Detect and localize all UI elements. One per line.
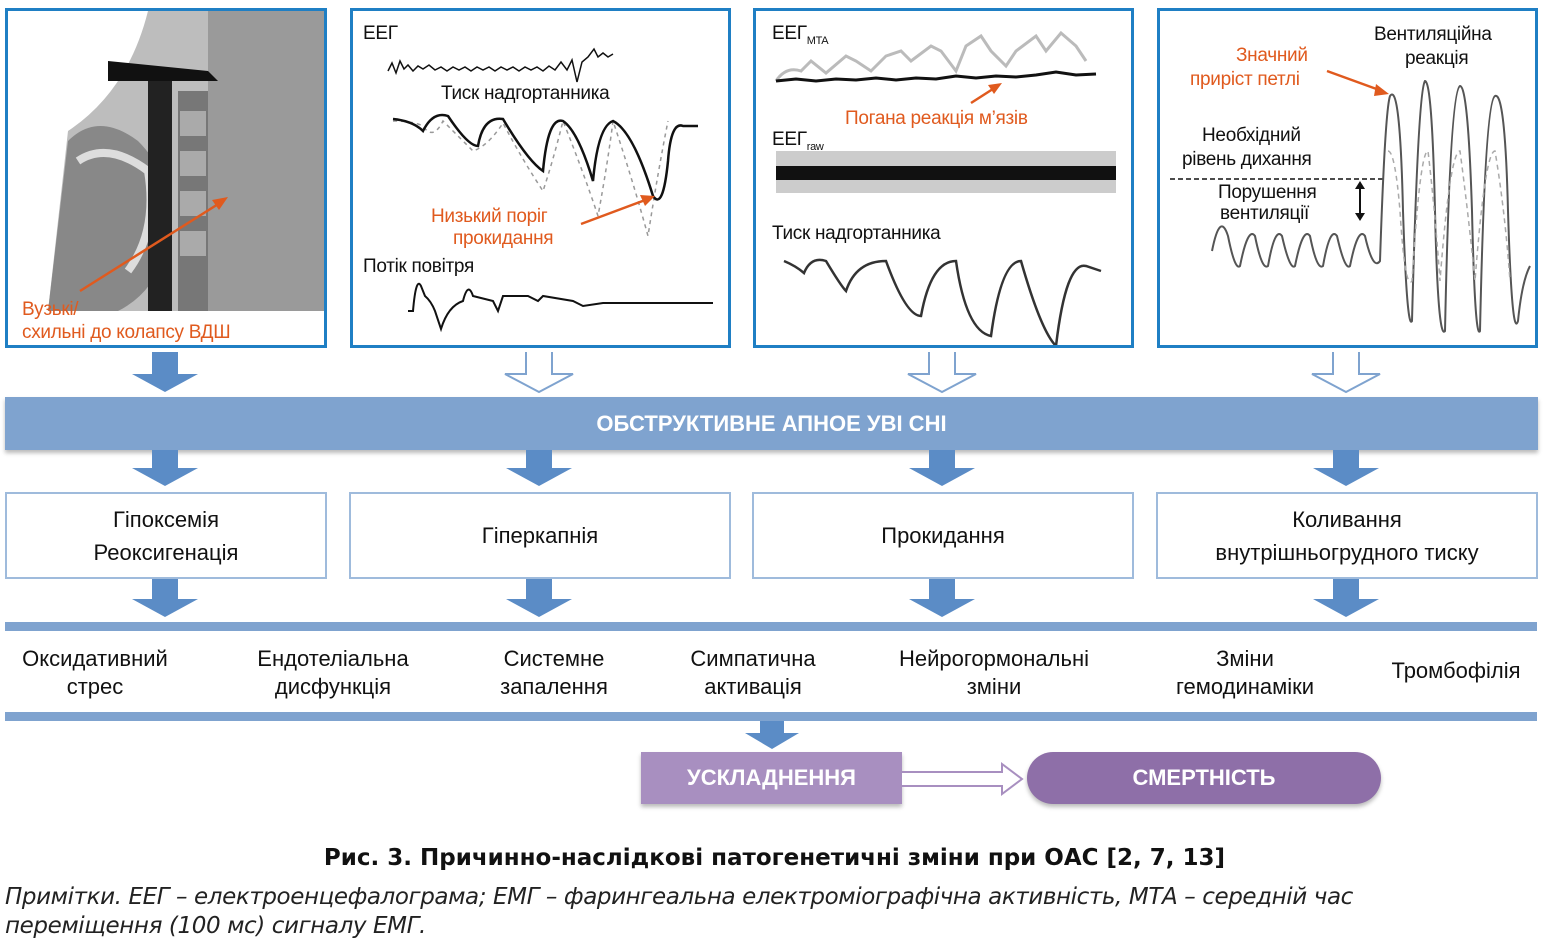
effect-line: стрес	[66, 674, 124, 699]
loop-gain-panel: Вентиляційна реакція Значний приріст пет…	[1157, 8, 1538, 348]
outline-down-arrow-icon	[907, 352, 977, 394]
mechanism-line: Реоксигенація	[93, 539, 239, 565]
eeg-raw-subscript: raw	[806, 140, 824, 153]
level-line1: Необхідний	[1202, 125, 1301, 146]
airway-label-line1: Вузькі/	[22, 299, 79, 320]
muscle-response-panel: ЕЕГMTA Погана реакція м’язів ЕЕГraw Тиск…	[753, 8, 1134, 348]
effect-line: Системне	[503, 646, 605, 671]
eeg-raw-text: ЕЕГ	[772, 129, 807, 150]
mechanism-line: внутрішньогрудного тиску	[1215, 539, 1479, 565]
effect-line: Оксидативний	[22, 646, 168, 671]
gain-line2: приріст петлі	[1190, 69, 1300, 90]
down-arrow-icon	[132, 450, 198, 486]
effect-item: Нейрогормональні зміни	[878, 645, 1110, 701]
down-arrow-icon	[506, 450, 572, 486]
muscle-waveforms	[774, 30, 1116, 345]
mechanism-line: Гіперкапнія	[481, 523, 599, 548]
caption-note-line2: переміщення (100 мс) сигналу ЕМГ.	[5, 913, 426, 939]
airway-panel: Вузькі/ схильні до колапсу ВДШ	[5, 8, 327, 348]
complications-box: УСКЛАДНЕННЯ	[641, 752, 902, 804]
disturbance-line2: вентиляції	[1220, 203, 1310, 224]
down-arrow-icon	[506, 579, 572, 617]
outline-down-arrow-icon	[1311, 352, 1381, 394]
down-arrow-icon	[909, 450, 975, 486]
pressure-dashed-trace	[392, 118, 669, 237]
mechanism-arousal: Прокидання	[752, 492, 1134, 579]
mechanism-pressure-swings: Коливання внутрішньогрудного тиску	[1156, 492, 1538, 579]
down-arrow-icon	[909, 579, 975, 617]
outline-down-arrow-icon	[504, 352, 574, 394]
effect-line: Нейрогормональні	[899, 646, 1089, 671]
effect-item: Зміни гемодинаміки	[1155, 645, 1335, 701]
disturbance-line1: Порушення	[1218, 182, 1317, 203]
right-outline-arrow-icon	[902, 762, 1024, 796]
gain-line1: Значний	[1236, 45, 1308, 66]
effect-item: Оксидативний стрес	[5, 645, 185, 701]
airflow-trace	[408, 282, 713, 333]
response-line2: реакція	[1405, 48, 1469, 69]
pressure-label: Тиск надгортанника	[772, 223, 941, 244]
arousal-threshold-panel: ЕЕГ Тиск надгортанника Низький поріг про…	[350, 8, 731, 348]
ventilation-trace	[1211, 79, 1531, 333]
effect-line: Тромбофілія	[1391, 658, 1521, 683]
mechanisms-to-effects-arrows	[132, 579, 1379, 617]
eeg-raw-black-band	[776, 166, 1116, 180]
pressure-label: Тиск надгортанника	[441, 83, 610, 104]
effect-line: Зміни	[1216, 646, 1274, 671]
panel-to-banner-arrows	[132, 352, 1381, 394]
down-arrow-icon	[1313, 579, 1379, 617]
eeg-raw-label: ЕЕГraw	[772, 129, 824, 158]
muscle-note: Погана реакція м’язів	[845, 108, 1028, 129]
effect-line: Симпатична	[690, 646, 816, 671]
effects-bottom-bar	[5, 712, 1537, 721]
eeg-mta-gray-trace	[774, 30, 1088, 82]
effects-top-bar	[5, 622, 1537, 631]
effect-line: запалення	[500, 674, 608, 699]
mechanism-hypoxemia: Гіпоксемія Реоксигенація	[5, 492, 327, 579]
arousal-note-line2: прокидання	[453, 228, 554, 249]
level-line2: рівень дихання	[1182, 149, 1312, 170]
solid-down-arrow-icon	[132, 352, 198, 392]
loop-waveforms	[1170, 69, 1531, 333]
arousal-waveforms	[387, 47, 713, 333]
eeg-label: ЕЕГ	[363, 23, 398, 44]
mechanism-line: Коливання	[1292, 506, 1402, 532]
effect-item: Системне запалення	[474, 645, 634, 701]
eeg-trace	[387, 47, 614, 83]
banner-to-mechanisms-arrows	[132, 450, 1379, 486]
eeg-mta-text: ЕЕГ	[772, 23, 807, 44]
airway-mri-image	[38, 11, 324, 311]
pressure-trace	[783, 258, 1102, 345]
effect-item: Ендотеліальна дисфункція	[238, 645, 428, 701]
eeg-mta-black-trace	[775, 70, 1097, 83]
effect-line: зміни	[966, 674, 1022, 699]
down-arrow-icon	[1313, 450, 1379, 486]
pressure-trace	[392, 113, 698, 201]
effect-line: дисфункція	[274, 674, 392, 699]
effect-line: гемодинаміки	[1175, 674, 1315, 699]
effect-item: Тромбофілія	[1380, 657, 1532, 685]
response-line1: Вентиляційна	[1374, 24, 1492, 45]
airflow-label: Потік повітря	[363, 256, 474, 277]
mechanism-hypercapnia: Гіперкапнія	[349, 492, 731, 579]
eeg-mta-subscript: MTA	[806, 34, 829, 47]
effect-line: активація	[704, 674, 802, 699]
osa-banner: ОБСТРУКТИВНЕ АПНОЕ УВІ СНІ	[5, 397, 1538, 450]
down-arrow-icon	[745, 721, 799, 749]
mortality-box: СМЕРТНІСТЬ	[1027, 752, 1381, 804]
mechanism-line: Гіпоксемія	[113, 506, 219, 532]
caption-note-line1: Примітки. ЕЕГ – електроенцефалограма; ЕМ…	[5, 884, 1353, 910]
effect-line: Ендотеліальна	[257, 646, 409, 671]
down-arrow-icon	[132, 579, 198, 617]
eeg-mta-label: ЕЕГMTA	[772, 23, 829, 52]
airway-label-line2: схильні до колапсу ВДШ	[22, 322, 231, 343]
figure-caption: Рис. 3. Причинно-наслідкові патогенетичн…	[323, 845, 1226, 871]
effect-item: Симпатична активація	[670, 645, 836, 701]
arousal-note-line1: Низький поріг	[431, 206, 548, 227]
mechanism-line: Прокидання	[881, 523, 1005, 548]
